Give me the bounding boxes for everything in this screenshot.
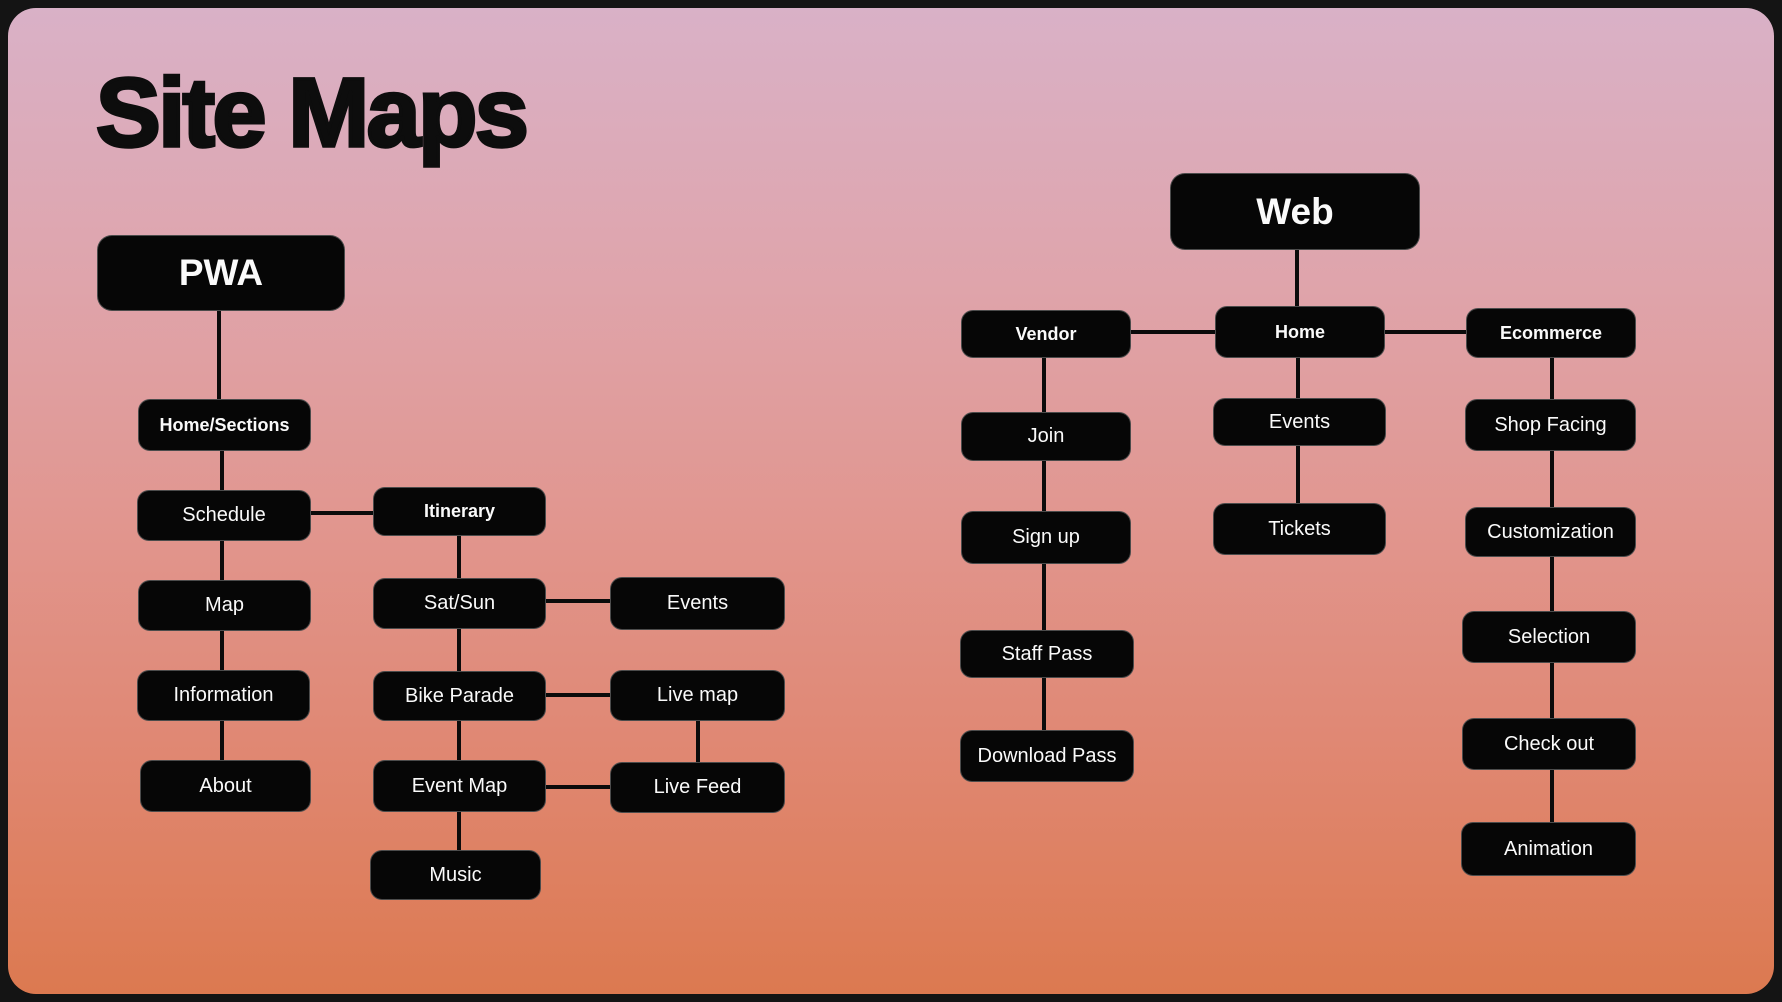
node-selection[interactable]: Selection	[1462, 611, 1636, 663]
node-shop-facing[interactable]: Shop Facing	[1465, 399, 1636, 451]
edge-sign-up-staff-pass	[1042, 564, 1046, 630]
node-about[interactable]: About	[140, 760, 311, 812]
node-web[interactable]: Web	[1170, 173, 1420, 250]
edge-join-sign-up	[1042, 461, 1046, 511]
node-pwa[interactable]: PWA	[97, 235, 345, 311]
edge-staff-pass-download-pass	[1042, 678, 1046, 730]
node-events-web[interactable]: Events	[1213, 398, 1386, 446]
node-animation[interactable]: Animation	[1461, 822, 1636, 876]
edge-bike-parade-event-map	[457, 721, 461, 760]
node-sign-up-label: Sign up	[1012, 526, 1080, 548]
edge-home-events	[1296, 358, 1300, 398]
node-event-map-label: Event Map	[411, 774, 508, 797]
diagram-canvas: Site Maps PWA Home/Sections Schedule Iti…	[8, 8, 1774, 994]
node-bike-parade-label: Bike Parade	[405, 684, 514, 707]
node-home-sections[interactable]: Home/Sections	[138, 399, 311, 451]
edge-event-map-music	[457, 812, 461, 850]
edge-pwa-home-sections	[217, 311, 221, 399]
node-shop-facing-label: Shop Facing	[1494, 413, 1607, 436]
edge-sat-sun-bike-parade	[457, 629, 461, 671]
node-check-out[interactable]: Check out	[1462, 718, 1636, 770]
node-customization-label: Customization	[1487, 520, 1614, 543]
node-live-feed-label: Live Feed	[653, 776, 742, 798]
edge-selection-check-out	[1550, 663, 1554, 718]
node-check-out-label: Check out	[1503, 732, 1595, 755]
edge-information-about	[220, 721, 224, 760]
node-join[interactable]: Join	[961, 412, 1131, 461]
edge-itinerary-sat-sun	[457, 536, 461, 578]
node-sign-up[interactable]: Sign up	[961, 511, 1131, 564]
node-map[interactable]: Map	[138, 580, 311, 631]
node-vendor[interactable]: Vendor	[961, 310, 1131, 358]
node-live-feed[interactable]: Live Feed	[610, 762, 785, 813]
node-staff-pass-label: Staff Pass	[1001, 642, 1093, 665]
node-staff-pass[interactable]: Staff Pass	[960, 630, 1134, 678]
edge-check-out-animation	[1550, 770, 1554, 822]
edge-home-ecommerce	[1385, 330, 1466, 334]
node-home-sections-label: Home/Sections	[159, 414, 290, 435]
edge-home-sections-schedule	[220, 451, 224, 490]
node-sat-sun-label: Sat/Sun	[423, 592, 496, 614]
node-customization[interactable]: Customization	[1465, 507, 1636, 557]
edge-ecommerce-shop-facing	[1550, 358, 1554, 399]
node-live-map-label: Live map	[656, 684, 739, 706]
edge-shop-facing-customization	[1550, 451, 1554, 507]
node-information[interactable]: Information	[137, 670, 310, 721]
node-home[interactable]: Home	[1215, 306, 1385, 358]
node-home-label: Home	[1274, 321, 1325, 342]
node-join-label: Join	[1027, 425, 1065, 447]
node-tickets[interactable]: Tickets	[1213, 503, 1386, 555]
node-schedule-label: Schedule	[182, 504, 266, 526]
node-music-label: Music	[429, 863, 482, 886]
edge-map-information	[220, 631, 224, 670]
node-animation-label: Animation	[1504, 837, 1593, 860]
page-title: Site Maps	[94, 58, 530, 168]
edge-vendor-home	[1131, 330, 1215, 334]
node-events-web-label: Events	[1268, 410, 1331, 433]
node-map-label: Map	[205, 594, 244, 616]
node-itinerary[interactable]: Itinerary	[373, 487, 546, 536]
node-web-label: Web	[1256, 190, 1334, 232]
node-selection-label: Selection	[1507, 625, 1591, 648]
edge-events-tickets	[1296, 446, 1300, 503]
node-itinerary-label: Itinerary	[423, 501, 496, 521]
node-tickets-label: Tickets	[1268, 517, 1331, 540]
edge-vendor-join	[1042, 358, 1046, 412]
node-live-map[interactable]: Live map	[610, 670, 785, 721]
node-music[interactable]: Music	[370, 850, 541, 900]
node-download-pass[interactable]: Download Pass	[960, 730, 1134, 782]
node-schedule[interactable]: Schedule	[137, 490, 311, 541]
node-ecommerce-label: Ecommerce	[1499, 322, 1603, 343]
edge-customization-selection	[1550, 557, 1554, 611]
node-bike-parade[interactable]: Bike Parade	[373, 671, 546, 721]
node-sat-sun[interactable]: Sat/Sun	[373, 578, 546, 629]
edge-schedule-map	[220, 541, 224, 580]
edge-event-map-live-feed	[546, 785, 610, 789]
node-events-pwa[interactable]: Events	[610, 577, 785, 630]
node-download-pass-label: Download Pass	[977, 744, 1117, 767]
node-event-map[interactable]: Event Map	[373, 760, 546, 812]
node-about-label: About	[199, 774, 252, 797]
node-vendor-label: Vendor	[1015, 323, 1077, 344]
node-information-label: Information	[173, 684, 274, 706]
node-events-pwa-label: Events	[666, 592, 729, 614]
edge-live-map-live-feed	[696, 721, 700, 762]
node-pwa-label: PWA	[178, 252, 264, 293]
edge-web-home	[1295, 250, 1299, 306]
edge-schedule-itinerary	[311, 511, 373, 515]
edge-sat-sun-events	[546, 599, 610, 603]
node-ecommerce[interactable]: Ecommerce	[1466, 308, 1636, 358]
edge-bike-parade-live-map	[546, 693, 610, 697]
